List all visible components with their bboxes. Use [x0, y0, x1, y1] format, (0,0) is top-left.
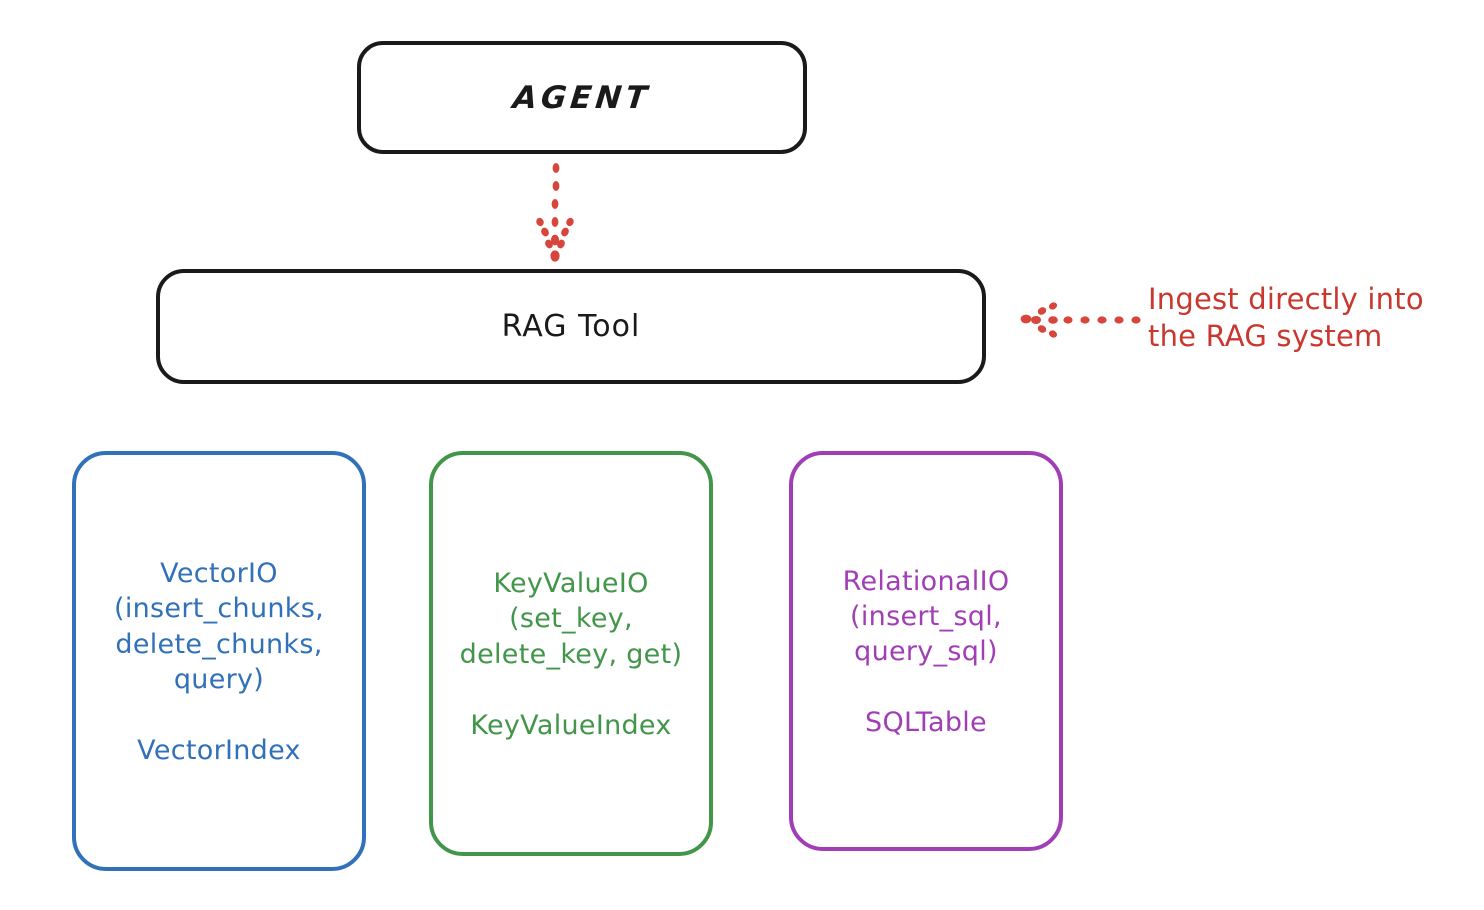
- node-vector-io-index-label: VectorIndex: [137, 734, 301, 766]
- node-rag-tool-label: RAG Tool: [501, 309, 641, 344]
- annotation-ingest-directly: Ingest directly into the RAG system: [1148, 282, 1424, 354]
- node-vector-io-api-label: VectorIO (insert_chunks, delete_chunks, …: [114, 558, 324, 695]
- node-relational-io-api-label: RelationalIO (insert_sql, query_sql): [842, 565, 1010, 668]
- node-key-value-io[interactable]: KeyValueIO (set_key, delete_key, get) Ke…: [429, 451, 713, 856]
- node-relational-io[interactable]: RelationalIO (insert_sql, query_sql) SQL…: [789, 451, 1063, 851]
- connector-agent-to-rag-tool-arrow: [536, 163, 574, 262]
- node-agent[interactable]: AGENT: [357, 41, 807, 154]
- node-rag-tool[interactable]: RAG Tool: [156, 269, 986, 384]
- node-relational-io-index-label: SQLTable: [865, 707, 987, 739]
- connector-ingest-to-rag-tool-arrow: [1020, 302, 1141, 338]
- node-key-value-io-index-label: KeyValueIndex: [470, 709, 672, 741]
- node-key-value-io-api-label: KeyValueIO (set_key, delete_key, get): [459, 568, 683, 670]
- node-agent-label: AGENT: [511, 79, 653, 116]
- node-vector-io[interactable]: VectorIO (insert_chunks, delete_chunks, …: [72, 451, 366, 871]
